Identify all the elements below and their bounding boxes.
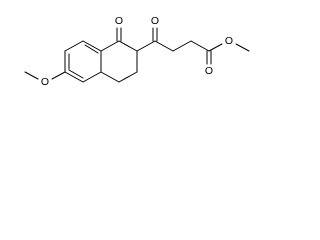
ester-carbonyl-oxygen-label: O: [205, 65, 213, 77]
side-chain-bonds: [136, 40, 210, 52]
ring-carbonyl-bond: [116, 27, 122, 42]
chain-carbonyl-bond: [152, 27, 158, 42]
methoxy-oxygen-label: O: [41, 76, 49, 88]
ester-single-oxygen-label: O: [225, 35, 233, 47]
aromatic-ring: [64, 40, 102, 83]
saturated-ring: [100, 40, 138, 83]
methoxy-bonds: [24, 71, 66, 80]
ester-bonds: [206, 43, 250, 65]
chain-ketone-oxygen-label: O: [151, 15, 159, 27]
chemical-structure: O O O O O: [24, 15, 250, 88]
ring-ketone-oxygen-label: O: [115, 15, 123, 27]
